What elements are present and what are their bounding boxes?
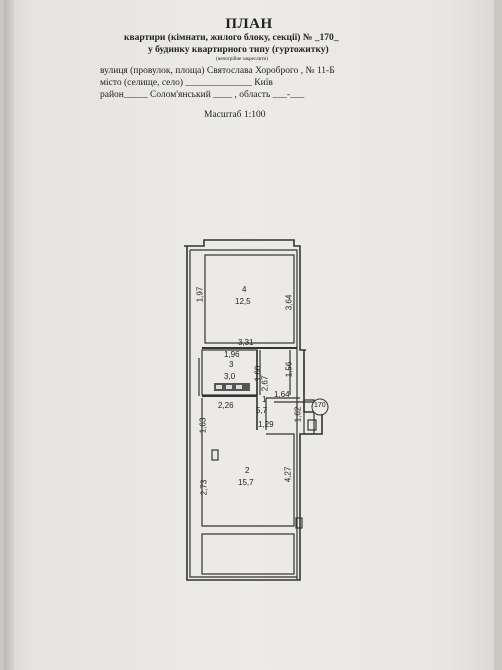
dimension-1-96: 1,96 — [224, 350, 240, 359]
floor-plan-drawing — [184, 239, 329, 581]
room-3-area: 3,0 — [224, 372, 236, 381]
dimension-3-31: 3,31 — [238, 338, 254, 347]
dimension-1-56: 1,56 — [284, 361, 294, 378]
dimension-1-63: 1,63 — [198, 417, 208, 434]
room-4-number: 4 — [242, 285, 247, 294]
dimension-2-67: 2,67 — [260, 375, 270, 392]
scale-label: Масштаб 1:100 — [204, 110, 266, 120]
room-2-area: 15,7 — [238, 478, 254, 487]
document-sheet: ПЛАН квартири (кімнати, жилого блоку, се… — [4, 0, 494, 670]
building-type-line: у будинку квартирного типу (гуртожитку) — [148, 45, 329, 55]
dimension-2-73: 2,73 — [199, 479, 209, 496]
room-3-number: 3 — [229, 360, 234, 369]
room-4-area: 12,5 — [235, 297, 251, 306]
dimension-2-26: 2,26 — [218, 401, 234, 410]
dimension-1-29: 1,29 — [258, 420, 274, 429]
dimension-1-97: 1,97 — [195, 286, 205, 303]
room-2-number: 2 — [245, 466, 250, 475]
district-line: район_____ Солом'янський ____ , область … — [100, 90, 305, 100]
dimension-1-64: 1,64 — [274, 390, 290, 399]
page-fold-shadow — [4, 0, 14, 670]
dimension-4-27: 4,27 — [283, 466, 293, 483]
city-line: місто (селище, село) ______________ Київ — [100, 78, 273, 88]
apartment-number-mark: 170 — [314, 402, 326, 409]
room-1-area: 5,7 — [256, 406, 268, 415]
dimension-3-64: 3,64 — [284, 294, 294, 311]
document-title: ПЛАН — [225, 16, 273, 32]
apartment-line: квартири (кімнати, жилого блоку, секції)… — [124, 33, 339, 43]
dimension-1-62: 1,62 — [293, 406, 303, 423]
street-line: вулиця (провулок, площа) Святослава Хоро… — [100, 66, 335, 76]
room-1-number: 1 — [262, 395, 267, 404]
strike-hint: (непотрібне закреслити) — [216, 57, 268, 62]
